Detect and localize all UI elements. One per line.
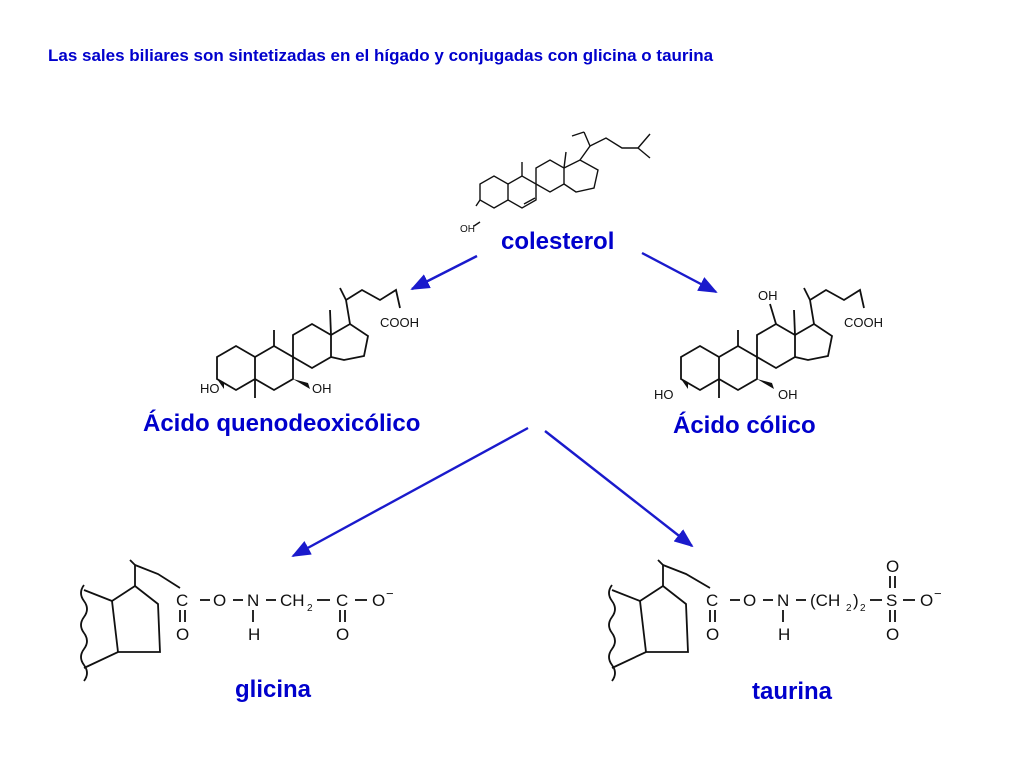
arrow-to-cholic bbox=[641, 251, 718, 294]
taurine-c: C bbox=[706, 591, 718, 610]
arrow-to-chenodeoxycholic bbox=[410, 254, 478, 291]
taurine-paren-close: ) bbox=[853, 591, 859, 610]
cholesterol-oh: OH bbox=[460, 224, 475, 235]
cholic-oh7: OH bbox=[778, 387, 798, 402]
taurine-o-minus: O bbox=[920, 591, 933, 610]
taurine-n: N bbox=[777, 591, 789, 610]
arrow-to-glycine bbox=[291, 426, 529, 558]
taurine-subscript: 2 bbox=[846, 603, 852, 614]
glycine-o-minus: O bbox=[372, 591, 385, 610]
glycine-n: N bbox=[247, 591, 259, 610]
cholesterol-structure: OH bbox=[460, 131, 651, 235]
chenodeoxycholic-label: Ácido quenodeoxicólico bbox=[143, 410, 421, 437]
taurine-subscript-2: 2 bbox=[860, 603, 866, 614]
cholic-ho: HO bbox=[654, 387, 674, 402]
taurine-sulfonyl-o-top: O bbox=[886, 557, 899, 576]
taurine-s: S bbox=[886, 591, 897, 610]
arrow-to-taurine bbox=[544, 430, 694, 548]
glycine-o: O bbox=[213, 591, 226, 610]
glycine-carbonyl-o: O bbox=[176, 625, 189, 644]
cholic-structure: COOH OH HO OH bbox=[654, 287, 883, 402]
cholesterol-label: colesterol bbox=[501, 228, 615, 255]
cheno-ho: HO bbox=[200, 381, 220, 396]
glycine-conjugate-structure: C O N CH 2 C O − O H O bbox=[80, 559, 394, 682]
glycine-c2: C bbox=[336, 591, 348, 610]
taurine-charge: − bbox=[934, 586, 942, 601]
taurine-h: H bbox=[778, 625, 790, 644]
taurine-label: taurina bbox=[752, 678, 833, 705]
cholic-cooh: COOH bbox=[844, 315, 883, 330]
glycine-ch: CH bbox=[280, 591, 305, 610]
glycine-c1: C bbox=[176, 591, 188, 610]
cheno-cooh: COOH bbox=[380, 315, 419, 330]
glycine-subscript: 2 bbox=[307, 603, 313, 614]
cheno-oh: OH bbox=[312, 381, 332, 396]
slide-title: Las sales biliares son sintetizadas en e… bbox=[48, 46, 714, 65]
taurine-conjugate-structure: C O N (CH 2 ) 2 S O − O O H O bbox=[608, 557, 942, 682]
taurine-carbonyl-o: O bbox=[706, 625, 719, 644]
cholic-oh12: OH bbox=[758, 288, 778, 303]
cholic-label: Ácido cólico bbox=[673, 412, 816, 439]
taurine-o: O bbox=[743, 591, 756, 610]
glycine-carboxyl-o: O bbox=[336, 625, 349, 644]
glycine-label: glicina bbox=[235, 676, 312, 703]
glycine-h: H bbox=[248, 625, 260, 644]
chenodeoxycholic-structure: COOH HO OH bbox=[200, 287, 419, 398]
taurine-ch: (CH bbox=[810, 591, 840, 610]
glycine-charge: − bbox=[386, 586, 394, 601]
taurine-sulfonyl-o-bottom: O bbox=[886, 625, 899, 644]
